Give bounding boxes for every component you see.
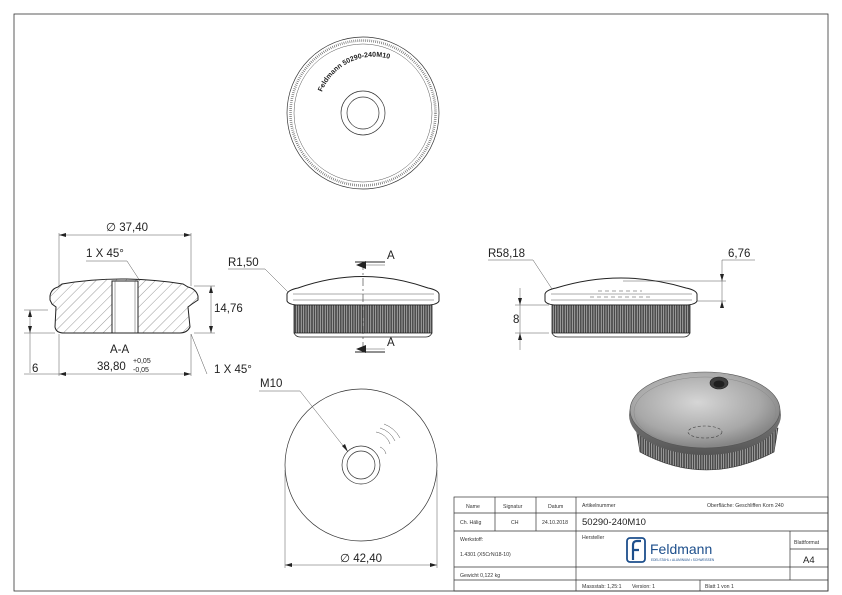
tb-blatt: Blatt 1 von 1 (705, 584, 734, 590)
tb-header-datum: Datum (548, 504, 563, 510)
tb-blattformat: A4 (803, 555, 815, 566)
tb-gewicht: Gewicht 0,122 kg (460, 573, 500, 579)
title-block: Name Signatur Datum Ch. Hälig CH 24.10.2… (453, 496, 829, 592)
dim-dome-radius: R58,18 (488, 248, 525, 260)
drawing-frame (13, 13, 829, 592)
logo-subtitle: EDELSTAHL • ALUMINIUM • SCHWEISSEN (651, 558, 715, 562)
tb-name: Ch. Hälig (460, 520, 481, 526)
tb-signatur: CH (511, 520, 519, 526)
dim-six: 6 (32, 363, 38, 375)
dim-chamfer-top: 1 X 45° (86, 248, 124, 260)
dim-bottom-diameter: ∅ 42,40 (340, 553, 382, 565)
dim-dome-height: 6,76 (728, 248, 750, 260)
tb-werkstoff: 1.4301 (X5CrNi18-10) (460, 552, 511, 558)
section-mark-bottom: A (387, 337, 395, 349)
dim-base-diameter: 38,80 (97, 361, 126, 373)
tol-upper: +0,05 (133, 358, 151, 365)
tb-hersteller-label: Hersteller (582, 535, 604, 541)
tb-datum: 24.10.2018 (542, 520, 568, 526)
tb-blattformat-label: Blattformat (794, 540, 820, 546)
dim-outer-diameter: ∅ 37,40 (106, 222, 148, 234)
front-view: A A R1,50 (228, 250, 440, 353)
section-label: A-A (110, 344, 130, 356)
dim-thread: M10 (260, 378, 282, 390)
tb-header-name: Name (466, 504, 480, 510)
dim-chamfer-bottom: 1 X 45° (214, 364, 252, 376)
tb-werkstoff-label: Werkstoff: (460, 537, 483, 543)
dim-radius-edge: R1,50 (228, 257, 259, 269)
side-view: R58,18 6,76 8 (488, 248, 755, 350)
logo-text: Feldmann (650, 541, 712, 557)
dim-height: 14,76 (214, 303, 243, 315)
tb-version: Version: 1 (632, 584, 655, 590)
engraving-text: Feldmann 50290-240M10 (317, 52, 391, 93)
section-mark-top: A (387, 250, 395, 262)
tb-oberflaeche: Oberfläche: Geschliffen Korn 240 (707, 503, 784, 509)
tb-artikel: 50290-240M10 (582, 517, 646, 528)
feldmann-logo-icon: Feldmann EDELSTAHL • ALUMINIUM • SCHWEIS… (626, 537, 715, 563)
dim-shank-height: 8 (513, 314, 519, 326)
tb-massstab: Massstab: 1,25:1 (582, 584, 622, 590)
isometric-render (629, 371, 781, 471)
top-view: Feldmann 50290-240M10 (286, 36, 440, 190)
section-view: ∅ 37,40 1 X 45° 14,76 6 A-A 38,80 +0,05 … (24, 222, 252, 376)
tol-lower: -0,05 (133, 367, 149, 374)
tb-artikel-label: Artikelnummer (582, 503, 616, 509)
tb-header-signatur: Signatur (503, 504, 523, 510)
bottom-view: M10 ∅ 42,40 (259, 378, 438, 568)
